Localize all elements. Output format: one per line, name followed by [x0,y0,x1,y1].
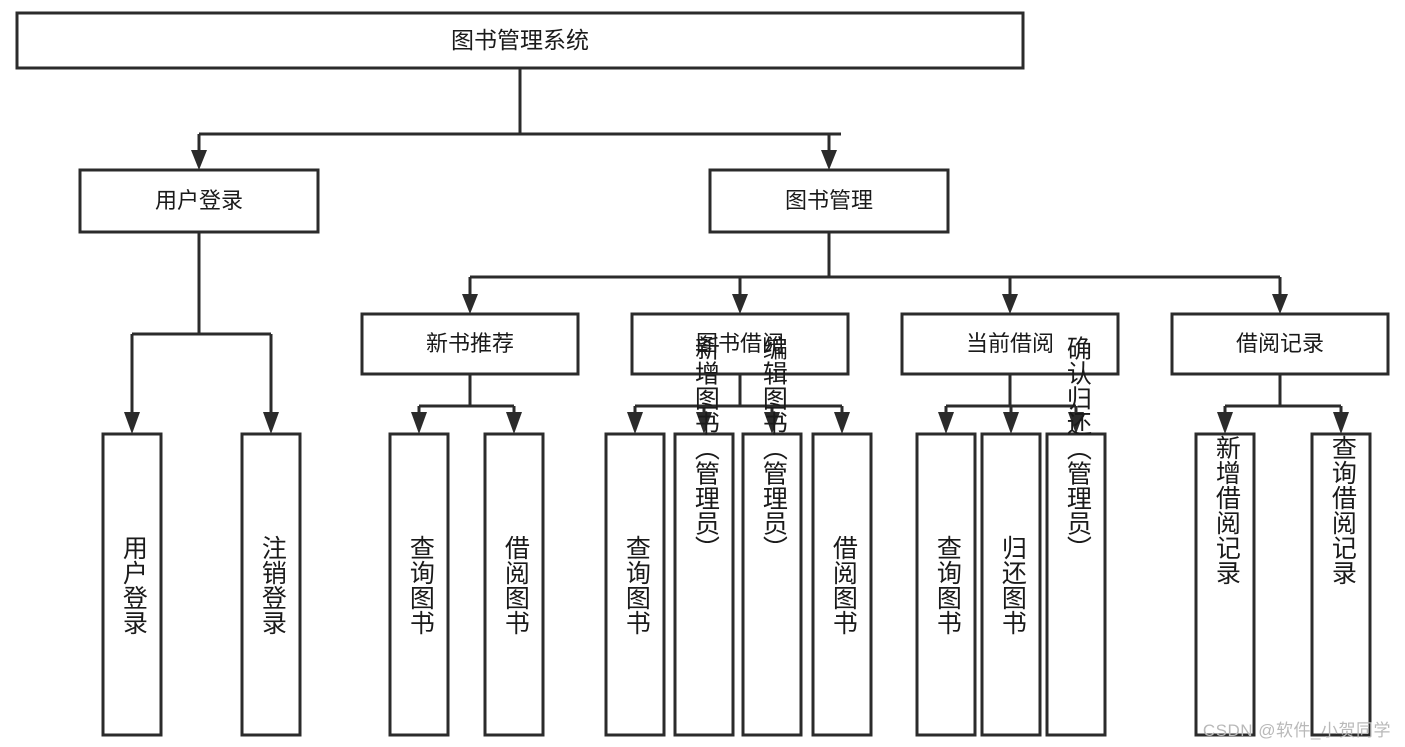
leaf-return-book-box[interactable] [980,432,1042,737]
leaf-add-record-label: 新增借阅记录 [1212,435,1241,585]
leaf-logout-login-box[interactable] [240,432,302,737]
node-borrow-record-label: 借阅记录 [1236,331,1324,356]
node-book-borrow-box[interactable] [630,312,850,376]
node-root-box[interactable] [15,11,1025,70]
csdn-watermark: CSDN @软件_小贺同学 [1202,721,1391,740]
node-new-book-recommend[interactable]: 新书推荐 [360,312,580,376]
connector-new-book-recommend-to-leaves [411,374,522,434]
leaf-borrow-book-2[interactable]: 借阅图书 [811,432,873,737]
node-user-login[interactable]: 用户登录 [78,168,320,234]
leaf-add-book-label: 新增图书（管理员） [691,336,720,561]
leaf-confirm-return-box[interactable] [1045,432,1107,737]
node-current-borrow-box[interactable] [900,312,1120,376]
node-root[interactable]: 图书管理系统 [15,11,1025,70]
node-book-borrow-label: 图书借阅 [696,331,784,356]
leaf-borrow-book-1-label: 借阅图书 [501,535,530,635]
leaf-confirm-return-label: 确认归还（管理员） [1063,336,1092,561]
leaf-add-book-box[interactable] [673,432,735,737]
leaf-edit-book[interactable]: 编辑图书（管理员） [741,336,803,737]
node-book-management[interactable]: 图书管理 [708,168,950,234]
leaf-query-book-1[interactable]: 查询图书 [388,432,450,737]
connector-current-borrow-to-leaves [938,374,1084,434]
node-root-label: 图书管理系统 [451,27,589,53]
leaf-edit-book-box[interactable] [741,432,803,737]
leaf-return-book[interactable]: 归还图书 [980,432,1042,737]
leaf-confirm-return[interactable]: 确认归还（管理员） [1045,336,1107,737]
node-current-borrow[interactable]: 当前借阅 [900,312,1120,376]
leaf-query-book-1-box[interactable] [388,432,450,737]
leaf-edit-book-label: 编辑图书（管理员） [759,336,788,561]
leaf-query-record-label: 查询借阅记录 [1328,435,1357,585]
leaf-borrow-book-2-label: 借阅图书 [829,535,858,635]
leaf-user-login-label: 用户登录 [119,535,148,635]
leaf-user-login[interactable]: 用户登录 [101,432,163,737]
node-book-management-box[interactable] [708,168,950,234]
leaf-query-book-2[interactable]: 查询图书 [604,432,666,737]
leaf-logout-login-label: 注销登录 [258,535,287,635]
leaf-logout-login[interactable]: 注销登录 [240,432,302,737]
leaf-query-book-1-label: 查询图书 [406,535,435,635]
leaf-borrow-book-2-box[interactable] [811,432,873,737]
leaf-add-book[interactable]: 新增图书（管理员） [673,336,735,737]
connector-user-login-to-leaves [124,232,279,434]
leaf-query-book-2-label: 查询图书 [622,535,651,635]
node-user-login-box[interactable] [78,168,320,234]
connector-book-borrow-to-leaves [627,374,850,434]
leaf-query-record[interactable]: 查询借阅记录 [1310,432,1372,737]
connector-root-to-level1 [191,68,841,170]
node-new-book-recommend-label: 新书推荐 [426,331,514,356]
leaf-borrow-book-1[interactable]: 借阅图书 [483,432,545,737]
leaf-return-book-label: 归还图书 [998,535,1027,635]
node-book-borrow[interactable]: 图书借阅 [630,312,850,376]
leaf-query-book-2-box[interactable] [604,432,666,737]
node-book-management-label: 图书管理 [785,188,873,213]
leaf-user-login-box[interactable] [101,432,163,737]
leaf-add-record[interactable]: 新增借阅记录 [1194,432,1256,737]
node-borrow-record-box[interactable] [1170,312,1390,376]
leaf-borrow-book-1-box[interactable] [483,432,545,737]
connector-borrow-record-to-leaves [1217,374,1349,434]
leaf-add-record-box[interactable] [1194,432,1256,737]
node-new-book-recommend-box[interactable] [360,312,580,376]
connector-book-management-to-level2 [462,232,1288,314]
node-current-borrow-label: 当前借阅 [966,331,1054,356]
leaf-query-book-3-label: 查询图书 [933,535,962,635]
node-borrow-record[interactable]: 借阅记录 [1170,312,1390,376]
leaf-query-book-3-box[interactable] [915,432,977,737]
leaf-query-record-box[interactable] [1310,432,1372,737]
leaf-query-book-3[interactable]: 查询图书 [915,432,977,737]
node-user-login-label: 用户登录 [155,188,243,213]
